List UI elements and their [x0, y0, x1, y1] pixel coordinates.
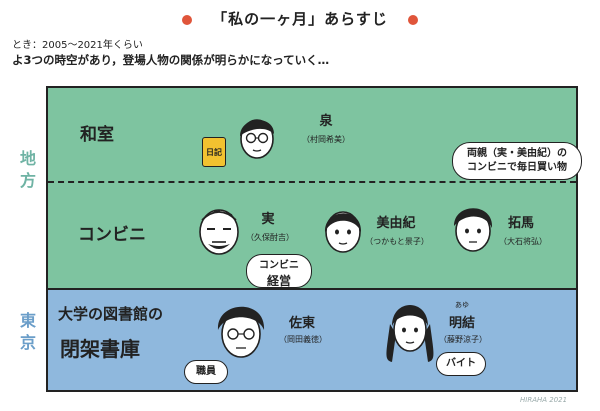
minoru-name: 実: [261, 212, 275, 227]
miyuki-face-icon: [324, 211, 362, 253]
parents-bubble-line1: 両親（実・美由紀）の: [467, 148, 567, 159]
takuma-face-icon: [454, 208, 493, 252]
miyuki-name: 美由紀: [376, 216, 416, 231]
period-text: とき：2005～2021年くらい: [12, 40, 143, 51]
signature: HIRAHA 2021: [520, 396, 568, 404]
header-title-row: 「私の一ヶ月」あらすじ: [0, 8, 600, 29]
diary-label: 日記: [206, 148, 222, 157]
parents-bubble: 両親（実・美由紀）の コンビニで毎日買い物: [452, 142, 582, 180]
summary-text: よ3つの時空があり，登場人物の関係が明らかになっていく…: [12, 53, 330, 67]
konbini-management-bubble: コンビニ 経営: [246, 254, 312, 288]
page-title: 「私の一ヶ月」あらすじ: [212, 10, 388, 28]
region-tokyo-label: 東京: [17, 312, 36, 356]
ayu-ruby: あゆ: [455, 301, 469, 309]
parents-bubble-line2: コンビニで毎日買い物: [467, 161, 567, 173]
takuma-actor: （大石将弘）: [499, 237, 547, 246]
local-panel: [46, 86, 578, 290]
sato-face-icon: [217, 306, 265, 358]
izumi-face-icon: [240, 119, 274, 159]
red-dot-right-icon: [408, 14, 419, 25]
red-dot-left-icon: [181, 14, 192, 25]
sato-name: 佐東: [288, 316, 315, 331]
location-washitsu: 和室: [80, 125, 114, 145]
parttime-bubble: バイト: [436, 352, 486, 376]
minoru-actor: （久保酎吉）: [246, 233, 294, 242]
tokyo-panel: [46, 288, 578, 392]
takuma-name: 拓馬: [507, 216, 534, 231]
konbini-bubble-line1: コンビニ: [259, 260, 299, 271]
region-local-label: 地方: [17, 150, 36, 194]
konbini-bubble-line2: 経営: [266, 273, 291, 288]
ayu-name: 明結: [448, 316, 475, 331]
diary-book-icon: 日記: [202, 137, 226, 167]
location-konbini: コンビニ: [78, 225, 146, 245]
staff-bubble: 職員: [184, 360, 228, 384]
izumi-name: 泉: [319, 114, 333, 129]
minoru-face-icon: [199, 209, 239, 255]
location-library-line1: 大学の図書館の: [58, 305, 164, 323]
location-library-line2: 閉架書庫: [60, 337, 140, 361]
ayu-actor: （藤野涼子）: [439, 335, 487, 344]
izumi-actor: （村岡希美）: [302, 135, 350, 144]
panel-divider: [48, 181, 576, 183]
sato-actor: （岡田義徳）: [279, 335, 327, 344]
miyuki-actor: （つかもと景子）: [365, 237, 429, 246]
ayu-face-icon: [386, 305, 434, 362]
